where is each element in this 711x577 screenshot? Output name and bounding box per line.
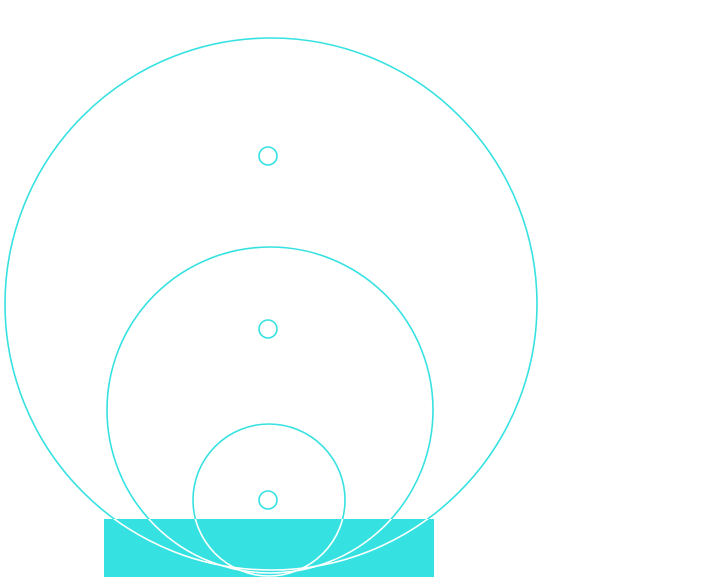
middle-center-marker [258,319,278,339]
middle-circle-over-ground [147,519,393,574]
circle-outlines-over-ground [113,519,429,577]
inner-circle-over-ground [194,519,344,577]
center-markers [258,146,278,510]
outer-circle-over-ground [113,519,429,571]
bottom-center-marker [258,490,278,510]
ground-block [104,519,434,577]
top-center-marker [258,146,278,166]
